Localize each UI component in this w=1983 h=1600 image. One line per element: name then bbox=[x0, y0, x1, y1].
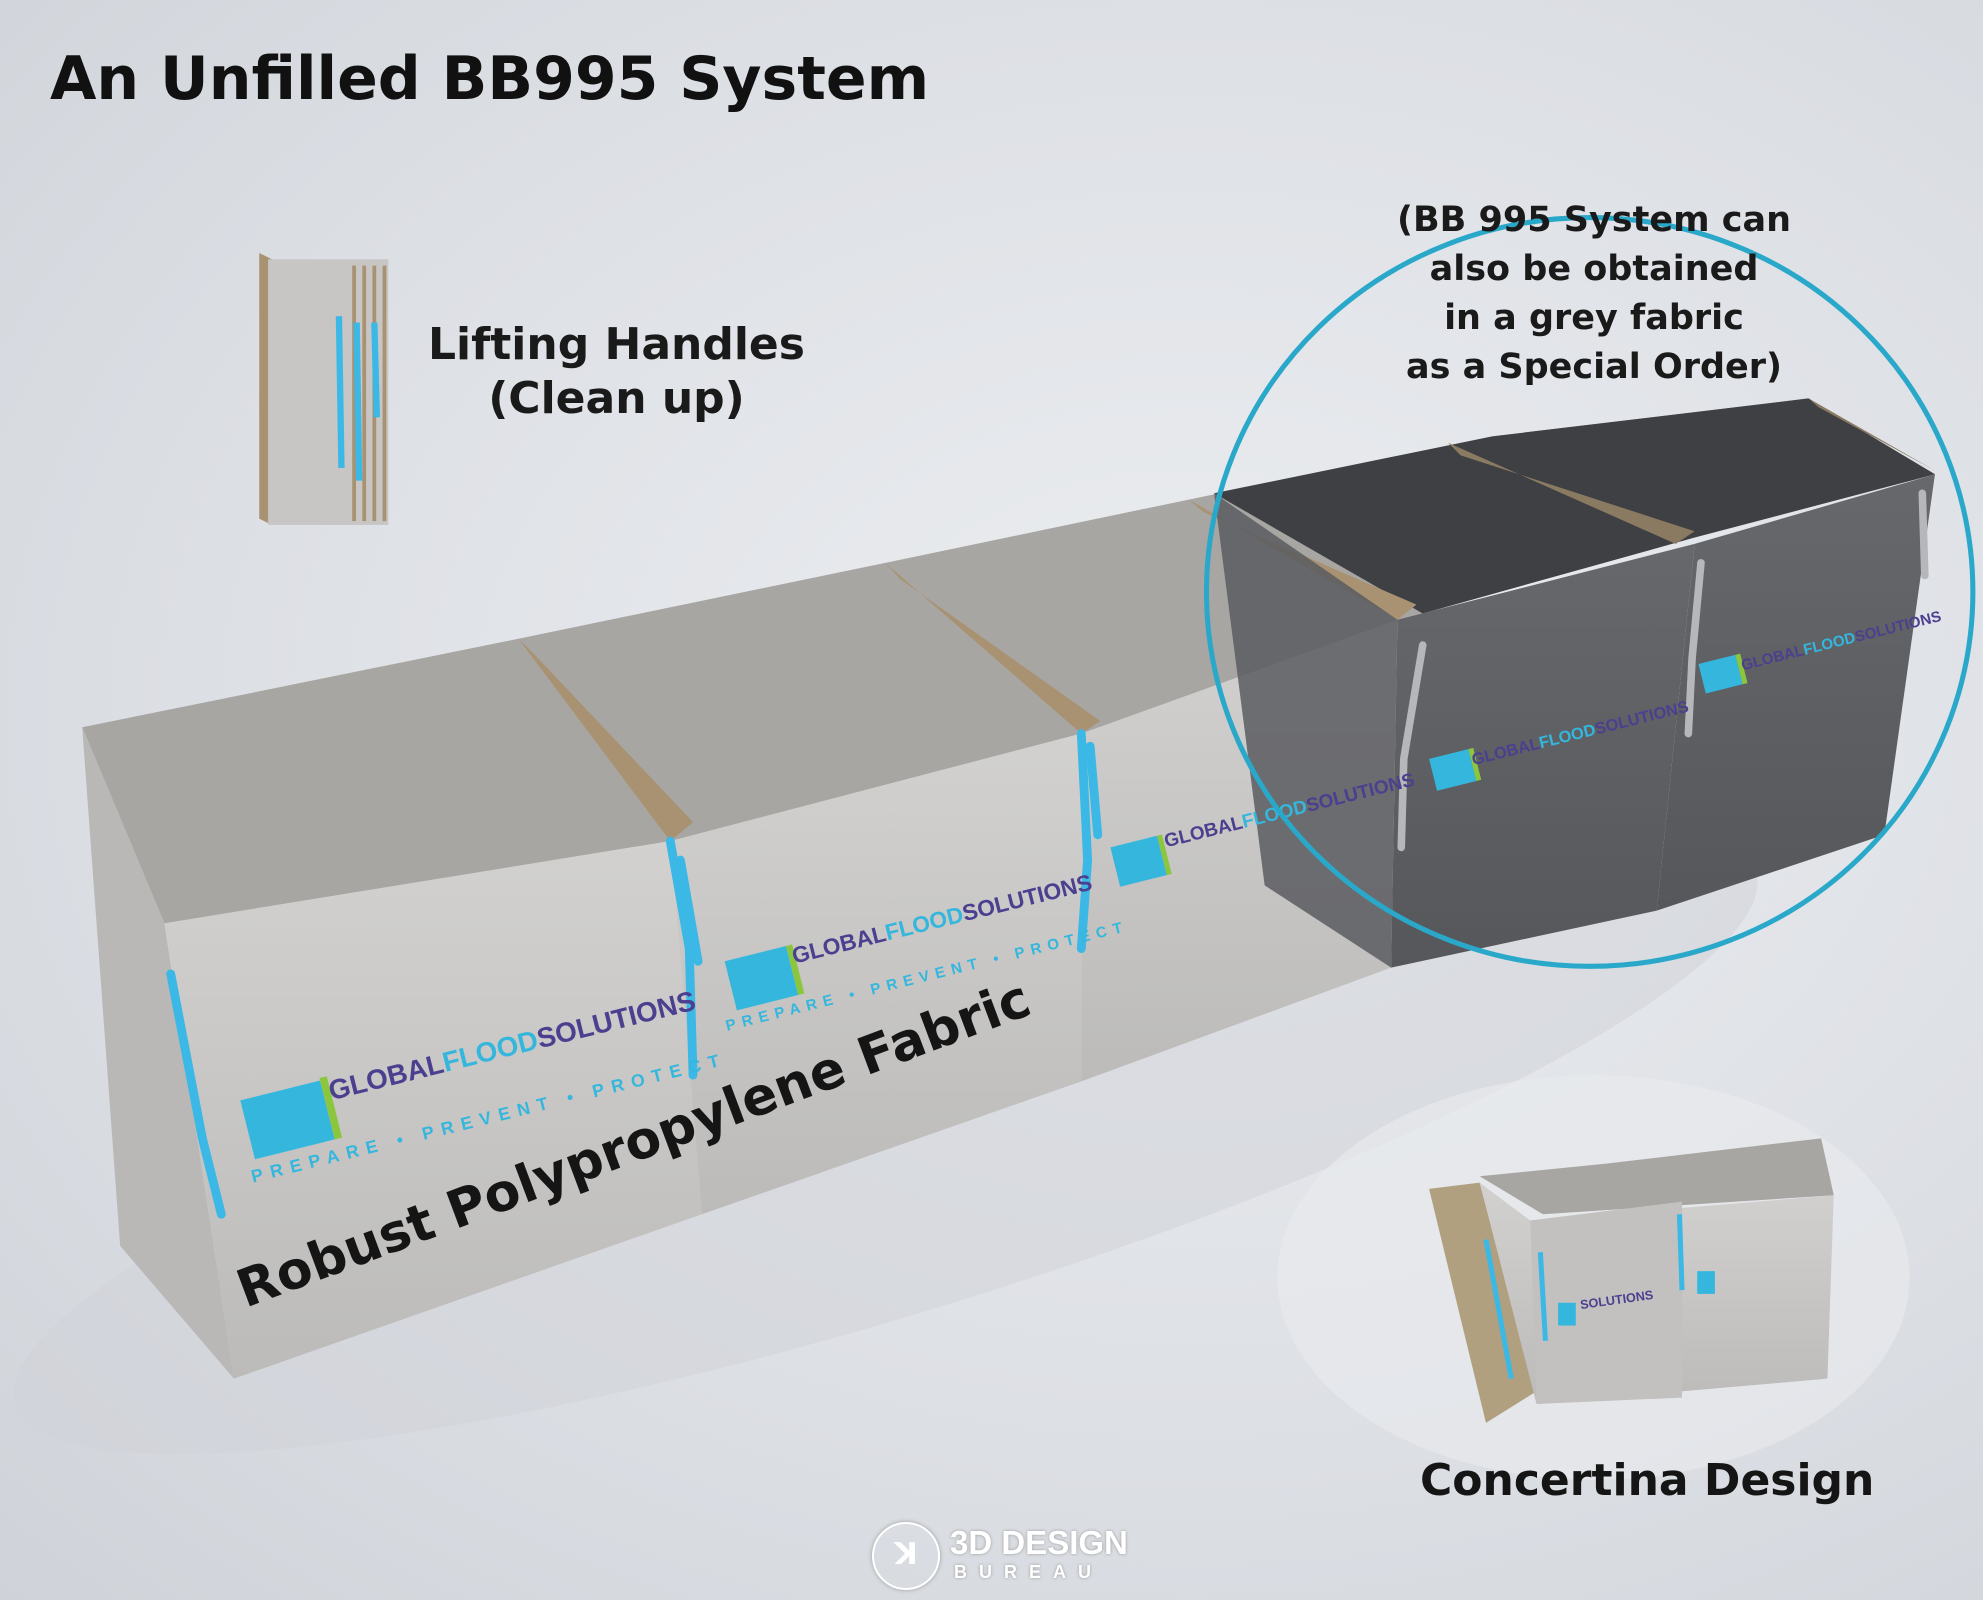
bag-front-5-grey bbox=[1656, 474, 1935, 911]
note-line: in a grey fabric bbox=[1444, 298, 1744, 338]
brand-mark-1 bbox=[240, 1076, 343, 1160]
bag-front-1 bbox=[164, 841, 702, 1379]
lifting-label-line1: Lifting Handles bbox=[428, 319, 805, 370]
lifting-label-line2: (Clean up) bbox=[488, 373, 745, 424]
watermark-line2: BUREAU bbox=[954, 1562, 1104, 1582]
concertina-label: Concertina Design bbox=[1420, 1455, 1875, 1506]
lifting-handles bbox=[166, 729, 1103, 1219]
note-line: also be obtained bbox=[1429, 249, 1759, 289]
folded-bag-stack bbox=[259, 252, 389, 525]
logo-emblem-icon: ꓘ bbox=[872, 1522, 940, 1590]
watermark-logo: ꓘ 3D DESIGN BUREAU bbox=[872, 1522, 1128, 1590]
note-line: as a Special Order) bbox=[1405, 347, 1783, 387]
watermark-line1: 3D DESIGN bbox=[950, 1524, 1128, 1561]
lifting-handles-label: Lifting Handles (Clean up) bbox=[428, 318, 805, 426]
bag-front-4-grey bbox=[1391, 543, 1695, 968]
page-title: An Unfilled BB995 System bbox=[50, 44, 930, 114]
grey-fabric-note: (BB 995 System can also be obtained in a… bbox=[1394, 196, 1794, 392]
bag-row bbox=[82, 398, 1935, 1379]
bag-front-2 bbox=[670, 733, 1082, 1215]
concertina-bag: SOLUTIONS bbox=[1277, 1075, 1910, 1480]
highlight-circle bbox=[1203, 215, 1976, 969]
note-line: (BB 995 System can bbox=[1396, 200, 1792, 240]
